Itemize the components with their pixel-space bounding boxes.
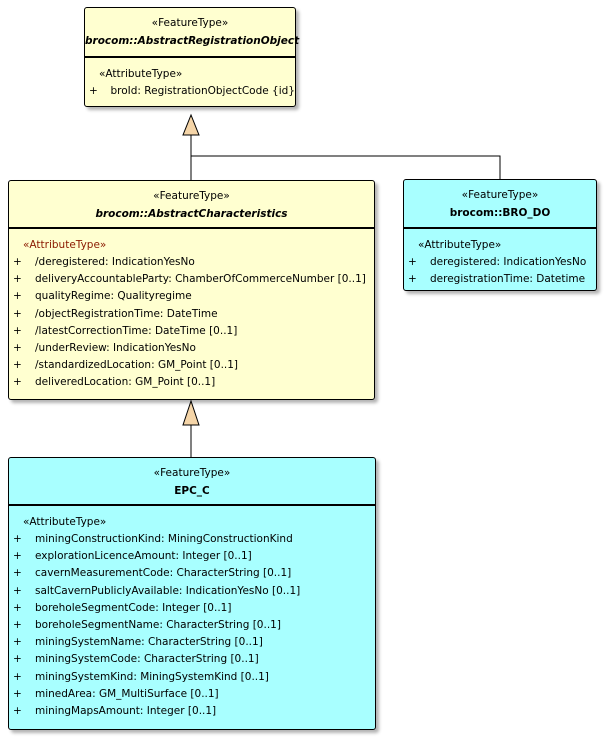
attribute-row[interactable]: + deregistrationTime: Datetime: [404, 271, 596, 288]
class-header: «FeatureType» brocom::BRO_DO: [404, 180, 596, 229]
attribute-row[interactable]: + /standardizedLocation: GM_Point [0..1]: [9, 357, 374, 374]
visibility: +: [13, 359, 22, 372]
attribute-row[interactable]: + saltCavernPubliclyAvailable: Indication…: [9, 583, 375, 600]
visibility: +: [13, 376, 22, 389]
visibility: +: [13, 687, 22, 700]
attribute-text: /deregistered: IndicationYesNo: [35, 256, 195, 268]
attribute-row[interactable]: + /underReview: IndicationYesNo: [9, 340, 374, 357]
attribute-text: miningSystemName: CharacterString [0..1]: [35, 636, 263, 649]
class-header: «FeatureType» brocom::AbstractCharacteri…: [9, 181, 374, 229]
class-name: brocom::AbstractRegistrationObject: [85, 35, 300, 47]
attribute-text: boreholeSegmentName: CharacterString [0.…: [35, 619, 281, 632]
attribute-row[interactable]: + deliveredLocation: GM_Point [0..1]: [9, 374, 374, 391]
class-name: brocom::AbstractCharacteristics: [95, 208, 288, 220]
visibility: +: [408, 256, 417, 268]
class-name: brocom::BRO_DO: [449, 207, 551, 219]
visibility: +: [13, 705, 22, 718]
attribute-stereotype: «AttributeType»: [418, 239, 502, 251]
visibility: +: [13, 636, 22, 649]
visibility: +: [13, 601, 22, 614]
attribute-row[interactable]: + /objectRegistrationTime: DateTime: [9, 306, 374, 323]
attribute-row[interactable]: + miningMapsAmount: Integer [0..1]: [9, 703, 375, 720]
stereotype: «FeatureType»: [153, 190, 230, 202]
attribute-row[interactable]: + deliveryAccountableParty: ChamberOfComm…: [9, 271, 374, 288]
attribute-compartment: «AttributeType» + broId: RegistrationObj…: [85, 58, 295, 100]
attribute-text: deregistrationTime: Datetime: [430, 273, 586, 286]
stereotype: «FeatureType»: [151, 17, 229, 29]
class-bro-do[interactable]: «FeatureType» brocom::BRO_DO «AttributeT…: [403, 179, 597, 291]
attribute-text: deliveryAccountableParty: ChamberOfComme…: [35, 273, 366, 286]
visibility: +: [13, 307, 22, 320]
attribute-text: saltCavernPubliclyAvailable: IndicationY…: [35, 584, 301, 597]
class-header: «FeatureType» brocom::AbstractRegistrati…: [85, 8, 300, 58]
visibility: +: [408, 273, 417, 286]
generalization-arrowhead-characteristics: [182, 399, 200, 426]
class-header: «FeatureType» EPC_C: [9, 458, 375, 506]
attribute-text: /objectRegistrationTime: DateTime: [35, 307, 218, 320]
stereotype: «FeatureType»: [153, 467, 231, 479]
attribute-text: boreholeSegmentCode: Integer [0..1]: [35, 601, 232, 614]
attribute-row[interactable]: + deregistered: IndicationYesNo: [404, 254, 596, 271]
attribute-row[interactable]: + miningSystemKind: MiningSystemKind [0..…: [9, 669, 375, 686]
class-name: EPC_C: [174, 485, 210, 497]
attribute-stereotype: «AttributeType»: [99, 68, 183, 80]
visibility: +: [13, 619, 22, 632]
attribute-row[interactable]: + cavernMeasurementCode: CharacterString …: [9, 565, 375, 582]
class-abstract-registration-object[interactable]: «FeatureType» brocom::AbstractRegistrati…: [84, 7, 300, 107]
stereotype: «FeatureType»: [461, 189, 539, 201]
attribute-stereotype: «AttributeType»: [23, 239, 107, 251]
connector-bro-do-to-registration: [191, 155, 501, 179]
visibility: +: [89, 85, 98, 97]
visibility: +: [13, 256, 22, 268]
class-epc-c[interactable]: «FeatureType» EPC_C «AttributeType» + min…: [8, 457, 376, 730]
attribute-stereotype: «AttributeType»: [23, 516, 107, 528]
visibility: +: [13, 324, 22, 337]
attribute-text: miningSystemKind: MiningSystemKind [0..1…: [35, 670, 269, 683]
attribute-text: /latestCorrectionTime: DateTime [0..1]: [35, 324, 238, 337]
attribute-text: miningMapsAmount: Integer [0..1]: [35, 705, 217, 718]
attribute-row[interactable]: + miningSystemName: CharacterString [0..1…: [9, 634, 375, 651]
visibility: +: [13, 567, 22, 580]
attribute-text: explorationLicenceAmount: Integer [0..1]: [35, 550, 252, 563]
visibility: +: [13, 273, 22, 286]
attribute-compartment: «AttributeType» + deregistered: Indicatio…: [404, 229, 596, 288]
visibility: +: [13, 670, 22, 683]
attribute-text: deliveredLocation: GM_Point [0..1]: [35, 376, 216, 389]
class-abstract-characteristics[interactable]: «FeatureType» brocom::AbstractCharacteri…: [8, 180, 375, 400]
attribute-row[interactable]: + minedArea: GM_MultiSurface [0..1]: [9, 686, 375, 703]
attribute-text: broId: RegistrationObjectCode {id}: [110, 85, 296, 97]
attribute-text: deregistered: IndicationYesNo: [430, 256, 587, 268]
attribute-row[interactable]: + miningConstructionKind: MiningConstruct…: [9, 531, 375, 548]
attribute-text: /standardizedLocation: GM_Point [0..1]: [35, 359, 239, 372]
visibility: +: [13, 584, 22, 597]
attribute-row[interactable]: + /deregistered: IndicationYesNo: [9, 254, 374, 271]
generalization-arrowhead-registration: [182, 113, 200, 136]
attribute-row[interactable]: + broId: RegistrationObjectCode {id}: [85, 83, 295, 100]
attribute-row[interactable]: + /latestCorrectionTime: DateTime [0..1]: [9, 323, 374, 340]
attribute-compartment: «AttributeType» + /deregistered: Indicati…: [9, 229, 374, 392]
attribute-text: cavernMeasurementCode: CharacterString […: [35, 567, 292, 580]
attribute-row[interactable]: + boreholeSegmentCode: Integer [0..1]: [9, 600, 375, 617]
attribute-text: minedArea: GM_MultiSurface [0..1]: [35, 687, 219, 700]
attribute-row[interactable]: + boreholeSegmentName: CharacterString [0…: [9, 617, 375, 634]
attribute-row[interactable]: + explorationLicenceAmount: Integer [0..1…: [9, 548, 375, 565]
attribute-row[interactable]: + qualityRegime: Qualityregime: [9, 288, 374, 305]
attribute-text: /underReview: IndicationYesNo: [35, 342, 196, 355]
attribute-text: miningSystemCode: CharacterString [0..1]: [35, 653, 259, 666]
visibility: +: [13, 290, 22, 303]
attribute-row[interactable]: + miningSystemCode: CharacterString [0..1…: [9, 651, 375, 668]
visibility: +: [13, 533, 22, 545]
visibility: +: [13, 550, 22, 563]
visibility: +: [13, 342, 22, 355]
visibility: +: [13, 653, 22, 666]
attribute-compartment: «AttributeType» + miningConstructionKind:…: [9, 506, 375, 720]
attribute-text: miningConstructionKind: MiningConstructi…: [35, 533, 293, 545]
attribute-text: qualityRegime: Qualityregime: [35, 290, 192, 303]
